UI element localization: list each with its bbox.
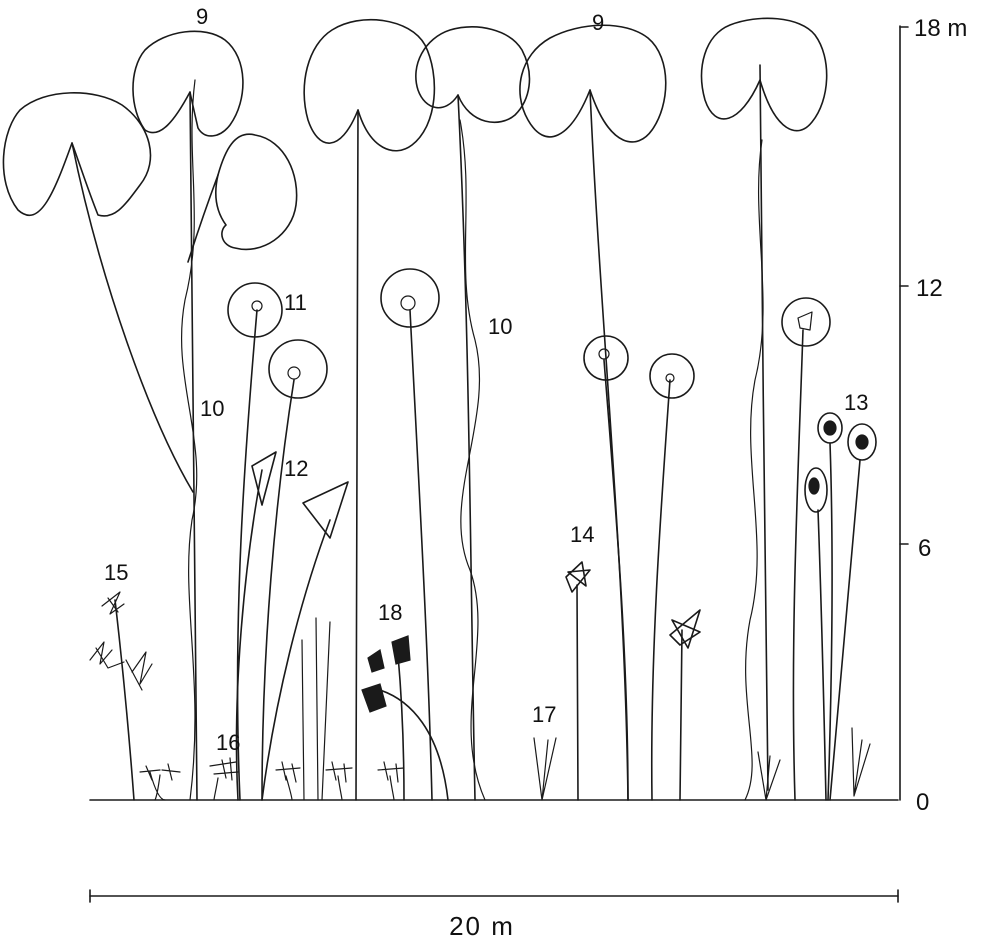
dark-herb-leaf: [392, 636, 410, 664]
species-label-15: 15: [104, 560, 128, 585]
canopy-crown: [520, 25, 666, 142]
star-stem: [680, 630, 682, 800]
herb-clump: [378, 762, 404, 800]
grass-tuft: [852, 728, 870, 796]
species-labels: 9 9 10 10 11 12 13 14 15 16 17 18: [104, 4, 868, 755]
shrub-stem: [115, 600, 134, 800]
species-label-10: 10: [200, 396, 224, 421]
small-trees-13: [805, 413, 876, 800]
canopy-trunk: [188, 175, 218, 262]
canopy-trunk: [356, 110, 358, 800]
axis-label-6: 6: [918, 535, 931, 562]
herb-clump: [276, 762, 300, 800]
species-label-10: 10: [488, 314, 512, 339]
canopy-crown: [133, 31, 243, 136]
dark-crown-core: [856, 435, 868, 449]
subcanopy-crown: [650, 354, 694, 398]
shrub-leaf: [90, 642, 124, 668]
cone-crown: [303, 482, 348, 538]
canopy-crown: [216, 134, 297, 249]
dark-trunk: [828, 443, 832, 800]
subcanopy-trunk: [410, 310, 432, 800]
dark-crown-core: [824, 421, 836, 435]
star-saplings-14: [566, 562, 700, 800]
shrub-leaf: [102, 592, 124, 614]
height-axis: 18 m 12 6 0: [900, 15, 967, 816]
species-label-12: 12: [284, 456, 308, 481]
liana-stem: [182, 80, 197, 800]
dark-herb-18: [362, 636, 448, 800]
ground-herbs-16: [140, 758, 404, 800]
species-label-18: 18: [378, 600, 402, 625]
subcanopy-trunk: [262, 380, 294, 800]
cone-trees-12: [237, 452, 348, 800]
grass-tuft: [302, 618, 330, 800]
dark-herb-leaf: [362, 684, 386, 712]
shrub-15: [90, 592, 152, 800]
species-label-16: 16: [216, 730, 240, 755]
subcanopy-crown-core: [599, 349, 609, 359]
subcanopy-trees-11: [228, 269, 830, 800]
lianas: [182, 80, 764, 800]
canopy-crown: [3, 93, 150, 216]
liana-stem: [745, 140, 763, 800]
dark-herb-stem: [398, 655, 404, 800]
scale-bar-label: 20 m: [449, 911, 515, 941]
dark-crown-core: [809, 478, 819, 494]
species-label-13: 13: [844, 390, 868, 415]
species-label-9: 9: [592, 10, 604, 35]
species-label-9: 9: [196, 4, 208, 29]
scale-bar: 20 m: [90, 890, 898, 941]
dark-herb-stem: [380, 690, 448, 800]
herb-clump: [210, 758, 238, 800]
star-stem: [577, 585, 578, 800]
subcanopy-crown-core: [798, 312, 812, 330]
star-crown: [670, 610, 700, 648]
canopy-crown: [304, 20, 434, 151]
grass-tuft: [534, 738, 556, 800]
species-label-11: 11: [284, 290, 307, 315]
subcanopy-trunk: [793, 330, 803, 800]
axis-label-12: 12: [916, 275, 943, 302]
subcanopy-trunk: [604, 360, 628, 800]
herb-clump: [326, 762, 352, 800]
canopy-trunk: [590, 90, 628, 800]
subcanopy-trunk: [238, 310, 257, 800]
subcanopy-crown-core: [288, 367, 300, 379]
canopy-crown: [702, 18, 827, 130]
species-label-14: 14: [570, 522, 594, 547]
dark-herb-leaf: [368, 650, 384, 672]
star-crown: [566, 562, 590, 592]
grasses-17: [302, 618, 870, 800]
dark-trunk: [830, 460, 860, 800]
cone-crown: [252, 452, 276, 505]
species-label-17: 17: [532, 702, 556, 727]
axis-label-18m: 18 m: [914, 15, 967, 42]
subcanopy-trunk: [652, 380, 670, 800]
dark-trunk: [818, 510, 826, 800]
shrub-leaf: [126, 652, 152, 690]
axis-label-0: 0: [916, 789, 929, 816]
grass-tuft: [758, 752, 780, 800]
herb-clump: [140, 764, 180, 800]
canopy-trunk: [760, 65, 768, 790]
subcanopy-crown-core: [401, 296, 415, 310]
subcanopy-crown: [782, 298, 830, 346]
